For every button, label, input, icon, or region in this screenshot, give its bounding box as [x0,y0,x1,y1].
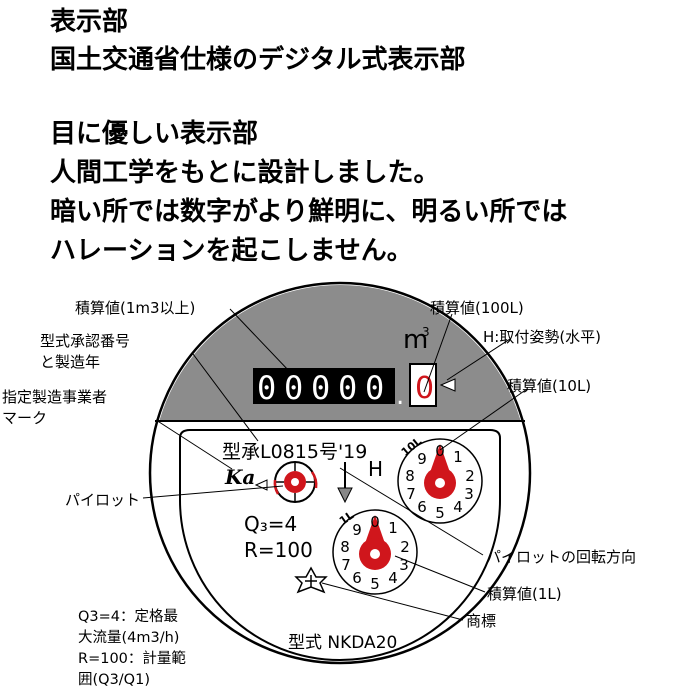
label-counter-100L: 積算値(100L) [430,299,524,317]
label-counter-1L: 積算値(1L) [487,585,562,603]
note-line-4: 囲(Q3/Q1) [78,672,150,688]
dial-10L-num-5: 5 [435,504,445,522]
heading-line-5: 暗い所では数字がより鮮明に、明るい所では [50,197,568,227]
pilot-wheel [254,461,318,503]
counter-digit-2: 0 [284,369,303,407]
heading-line-6: ハレーションを起こしません。 [50,236,413,266]
maker-logo: Ka [224,465,255,489]
label-pilot: パイロット [65,491,141,509]
dial-10L-num-9: 9 [417,450,427,468]
inner-dial-panel [179,429,501,661]
label-maker-1: 指定製造事業者 [2,388,108,406]
note-line-3: R=100：計量範 [78,651,186,667]
dial-1L-num-1: 1 [388,519,398,537]
counter-digit-4: 0 [338,369,357,407]
heading-line-2: 国土交通省仕様のデジタル式表示部 [50,45,466,75]
dial-10L-num-6: 6 [417,498,427,516]
dial-10L-num-0: 0 [435,442,445,460]
dial-10L-num-3: 3 [464,485,474,503]
leader-lines [142,308,528,621]
dial-1L-num-9: 9 [352,521,362,539]
dial-10L-num-8: 8 [405,467,415,485]
label-approval-2: と製造年 [40,353,101,371]
decimal-pointer-icon [439,378,456,392]
counter-digit-3: 0 [311,369,330,407]
orientation-mark: H [368,457,383,481]
flow-direction-arrow-icon [337,462,353,504]
label-pilot-direction: パイロットの回転方向 [486,548,637,566]
model-label: 型式 NKDA20 [288,633,398,653]
counter-decimal-point: . [396,381,404,411]
trademark-icon [294,566,328,594]
counter-digit-1: 0 [257,369,276,407]
dial-1L-num-5: 5 [370,575,380,593]
unit-m: m [403,325,428,355]
dial-1L-num-8: 8 [340,538,350,556]
dial-10L-num-2: 2 [465,467,475,485]
dial-10L-num-1: 1 [453,448,463,466]
dial-10L: 10L 0 1 2 3 4 5 6 7 8 9 [397,435,483,524]
dial-1L-num-7: 7 [341,556,351,574]
label-counter-m3: 積算値(1m3以上) [75,299,196,317]
label-orientation: H:取付姿勢(水平) [483,328,602,346]
dial-1L-num-6: 6 [352,569,362,587]
unit-exp: 3 [422,325,430,339]
dial-1L-num-2: 2 [400,538,410,556]
dial-1L-num-3: 3 [399,556,409,574]
approval-number-text: 型承L0815号'19 [222,441,367,463]
label-trademark: 商標 [466,612,497,630]
heading-line-4: 人間工学をもとに設計しました。 [50,158,440,188]
label-approval-1: 型式承認番号 [40,332,131,350]
heading-line-1: 表示部 [50,7,129,37]
counter-window [253,368,395,404]
q3-text: Q₃=4 [244,512,297,536]
r-text: R=100 [244,538,313,562]
note-line-2: 大流量(4m3/h) [78,630,180,646]
counter-digit-5: 0 [365,369,384,407]
decimal-digit: 0 [415,371,434,406]
note-line-1: Q3=4：定格最 [78,609,179,625]
heading-line-3: 目に優しい表示部 [50,119,259,149]
label-counter-10L: 積算値(10L) [507,377,592,395]
dial-1L: 1L 0 1 2 3 4 5 6 7 8 9 [332,509,418,595]
dial-1L-num-0: 0 [370,513,380,531]
counter-digits: 0 0 0 0 0 [257,369,384,407]
label-maker-2: マーク [2,409,48,427]
dial-10L-num-7: 7 [406,485,416,503]
dial-1L-num-4: 4 [388,569,398,587]
dial-10L-num-4: 4 [453,498,463,516]
